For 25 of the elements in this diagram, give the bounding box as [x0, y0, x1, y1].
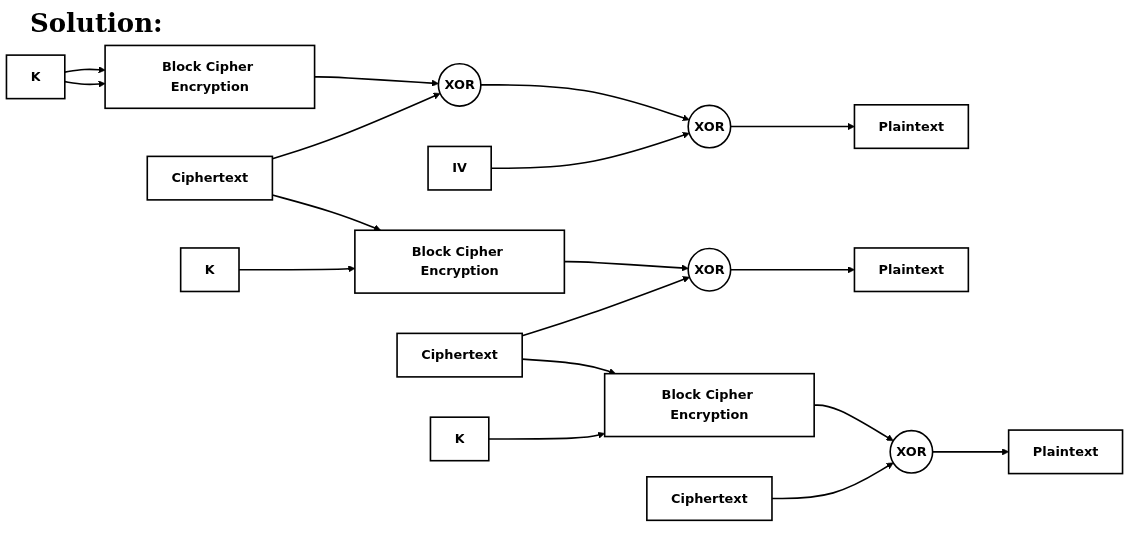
- node-box: K: [429, 416, 490, 462]
- node-box: K: [179, 247, 240, 293]
- node-circle: XOR: [437, 63, 482, 108]
- node-box: Block Cipher Encryption: [354, 229, 566, 294]
- node-box: Block Cipher Encryption: [104, 44, 316, 110]
- heading: Solution:: [30, 8, 163, 38]
- node-box: K: [5, 54, 66, 100]
- node-box: Block Cipher Encryption: [603, 372, 815, 438]
- arrow: [521, 276, 690, 337]
- node-box: Ciphertext: [646, 476, 773, 522]
- node-circle: XOR: [889, 429, 934, 474]
- node-box: Ciphertext: [146, 155, 274, 201]
- node-box: Ciphertext: [396, 332, 523, 378]
- arrow: [771, 462, 894, 500]
- arrow: [64, 80, 106, 88]
- arrow: [488, 431, 605, 440]
- node-circle: XOR: [687, 104, 732, 149]
- node-circle: XOR: [687, 247, 732, 292]
- node-box: IV: [427, 145, 492, 191]
- node-box: Plaintext: [853, 247, 970, 293]
- arrow: [64, 66, 106, 74]
- arrow: [271, 92, 441, 160]
- node-box: Plaintext: [1007, 429, 1124, 475]
- node-box: Plaintext: [853, 104, 970, 150]
- arrow: [480, 84, 690, 122]
